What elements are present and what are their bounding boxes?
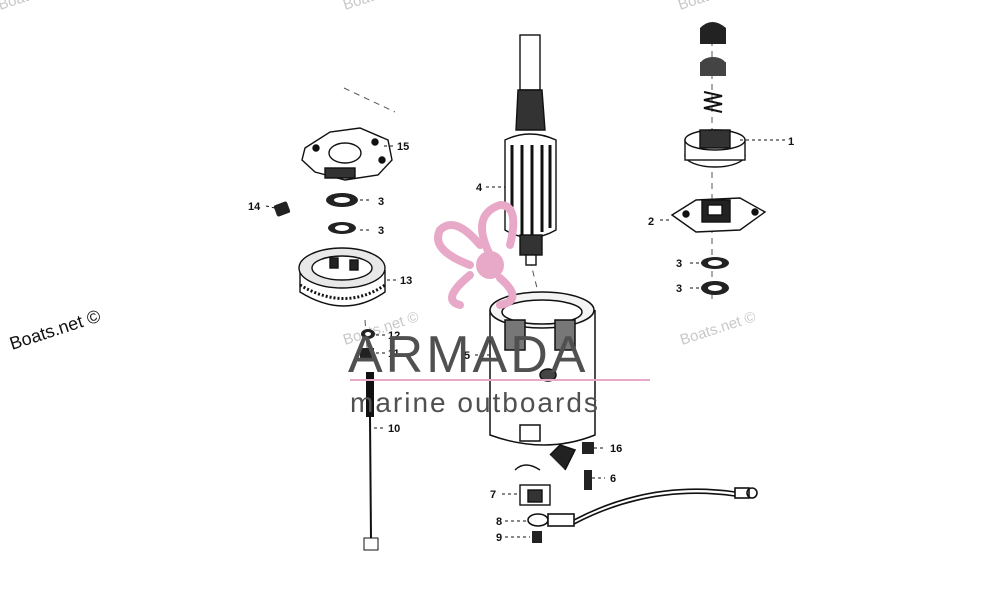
thrust-washer-right-upper bbox=[701, 257, 729, 269]
hex-nut-part bbox=[360, 348, 374, 358]
callout-6: 6 bbox=[610, 473, 616, 485]
watermark-text: Boats.net © bbox=[676, 0, 756, 14]
callout-5: 5 bbox=[464, 350, 470, 362]
propeller-icon bbox=[434, 200, 518, 309]
end-cap-part bbox=[298, 247, 386, 307]
callout-3: 3 bbox=[378, 225, 384, 237]
watermark-text: Boats.net © bbox=[341, 0, 421, 14]
field-frame-part bbox=[489, 291, 596, 471]
callout-13: 13 bbox=[400, 275, 412, 287]
terminal-screw-part bbox=[584, 470, 592, 490]
thrust-washer-right-lower bbox=[701, 281, 729, 295]
brush-plate-part bbox=[301, 127, 393, 181]
drive-pinion-part bbox=[684, 129, 746, 168]
nut-part bbox=[273, 201, 291, 217]
callout-14: 14 bbox=[248, 201, 261, 213]
brush-holder-part bbox=[514, 464, 551, 506]
small-nut-part bbox=[532, 531, 542, 543]
thrust-washer-left-lower bbox=[328, 222, 356, 234]
callout-3: 3 bbox=[378, 196, 384, 208]
callout-3: 3 bbox=[676, 258, 682, 270]
armature-part bbox=[504, 34, 557, 266]
callout-4: 4 bbox=[476, 182, 483, 194]
leader-lines bbox=[265, 139, 785, 538]
spring-part bbox=[703, 91, 723, 113]
callout-9: 9 bbox=[496, 532, 502, 544]
callout-11: 11 bbox=[388, 348, 400, 360]
copyright-text: Boats.net © bbox=[7, 306, 103, 354]
callout-1: 1 bbox=[788, 136, 794, 148]
lock-washer-part bbox=[361, 329, 375, 339]
cap-nut-part bbox=[700, 22, 726, 44]
brand-logo: ARMADA marine outboards bbox=[348, 200, 650, 418]
watermark-text: Boats.net © bbox=[0, 0, 76, 14]
callout-3: 3 bbox=[676, 283, 682, 295]
callout-7: 7 bbox=[490, 489, 496, 501]
callout-8: 8 bbox=[496, 516, 502, 528]
callout-12: 12 bbox=[388, 330, 400, 342]
cable-part bbox=[527, 487, 758, 527]
brand-tagline: marine outboards bbox=[350, 387, 600, 418]
spacer-part bbox=[700, 57, 726, 76]
watermark-text: Boats.net © bbox=[678, 308, 758, 348]
callout-16: 16 bbox=[610, 443, 622, 455]
callout-labels: 1 2 3 3 3 3 4 5 6 7 8 9 10 11 12 13 14 1… bbox=[248, 136, 794, 544]
thrust-washer-left-upper bbox=[326, 193, 358, 207]
through-bolt-part bbox=[363, 372, 379, 551]
drive-end-head-part bbox=[670, 197, 767, 233]
callout-15: 15 bbox=[397, 141, 409, 153]
callout-2: 2 bbox=[648, 216, 654, 228]
terminal-nut-part bbox=[582, 442, 594, 454]
callout-10: 10 bbox=[388, 423, 400, 435]
brand-name: ARMADA bbox=[348, 326, 588, 384]
